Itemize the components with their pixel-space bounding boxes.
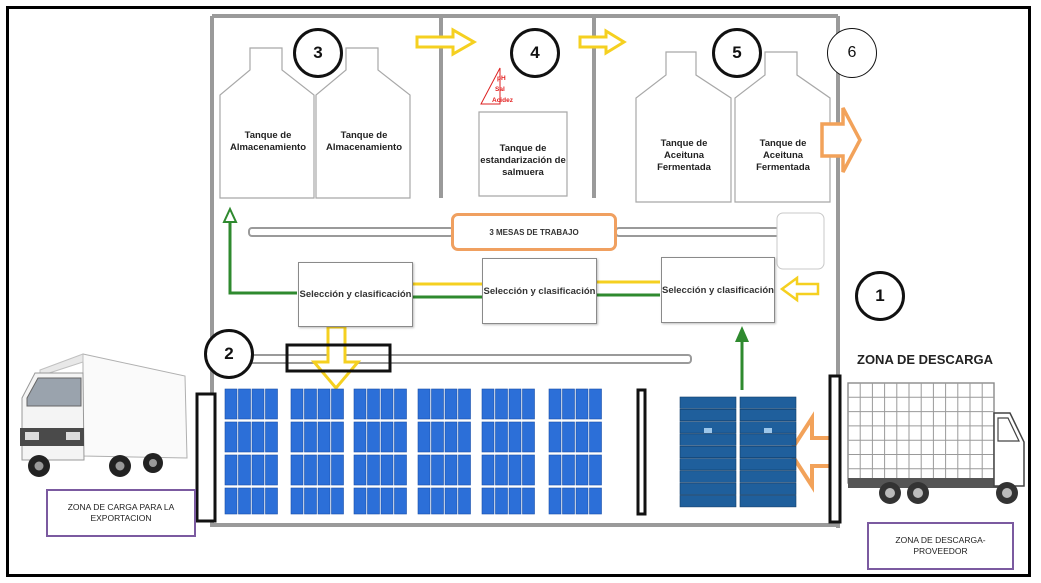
selection-box-center: Selección y clasificación [482,258,597,324]
crate-row [417,454,471,486]
dark-crate [739,408,797,422]
crate-row [290,454,344,486]
tank-shapes [219,47,831,203]
dark-crate [679,433,737,446]
dark-crate [679,458,737,471]
export-truck [20,353,188,477]
dark-crate [679,445,737,459]
crate-row [417,421,471,453]
step-number-4: 4 [510,28,560,78]
crate-row [224,487,278,515]
crate-row [353,421,407,453]
crate-stacks-light [224,388,602,515]
step-number-2: 2 [204,329,254,379]
crate-row [417,388,471,420]
arrow-4-to-5 [578,28,627,56]
fermented-tank-2-label: Tanque de Aceituna Fermentada [756,138,810,173]
crate-row [353,454,407,486]
crate-row [481,487,535,515]
step-number-6: 6 [827,28,877,78]
crate-row [481,388,535,420]
chem-acidez: Acidez [492,97,513,104]
crate-row [417,487,471,515]
crate-handle [764,428,772,433]
crate-row [548,421,602,453]
chemistry-triangle [480,67,501,105]
work-tables-label: 3 MESAS DE TRABAJO [451,213,617,251]
crate-handle [704,428,712,433]
loading-export-label: ZONA DE CARGA PARA LA EXPORTACION [46,489,196,537]
standardization-tank-label: Tanque de estandarización de salmuera [480,143,566,178]
storage-tank-1-label: Tanque de Almacenamiento [229,130,307,153]
chem-ph: pH [497,75,506,82]
conveyor-block [285,343,392,373]
crate-row [224,388,278,420]
dark-crate [739,445,797,459]
crate-row [353,487,407,515]
crate-row [290,487,344,515]
crate-stacks-dark [679,396,797,508]
crate-row [548,388,602,420]
dark-crate [739,433,797,446]
dark-crate [739,482,797,495]
dark-crate [679,470,737,483]
crate-row [548,454,602,486]
selection-box-right: Selección y clasificación [661,257,775,323]
dark-crate [679,396,737,409]
crate-row [290,421,344,453]
crate-row [353,388,407,420]
arrow-into-selection [779,275,820,303]
crate-row [290,388,344,420]
flow-lines [222,206,749,390]
selection-box-left: Selección y clasificación [298,262,413,327]
crate-row [481,421,535,453]
unloading-zone-title: ZONA DE DESCARGA [857,352,994,367]
dark-crate [739,396,797,409]
supplier-truck [847,382,1025,504]
corner-table [776,212,825,270]
standardization-tank [478,111,568,197]
arrow-down-to-storage [310,325,362,391]
dark-crate [679,408,737,422]
dark-crate [739,470,797,483]
step-number-5: 5 [712,28,762,78]
dark-crate [739,495,797,508]
chem-sal: Sal [495,86,505,93]
arrow-to-exit-6 [820,107,862,173]
crate-row [481,454,535,486]
storage-tank-1 [219,47,315,199]
step-number-3: 3 [293,28,343,78]
unloading-supplier-label: ZONA DE DESCARGA-PROVEEDOR [867,522,1014,570]
dark-crate [739,458,797,471]
crate-row [548,487,602,515]
dark-crate [679,482,737,495]
fermented-tank-2 [734,51,831,203]
arrow-3-to-4 [415,27,478,57]
storage-tank-2 [315,47,411,199]
dark-crate [679,421,737,434]
fermented-tank-1 [635,51,732,203]
crate-row [224,454,278,486]
dark-crate [739,421,797,434]
crate-row [224,421,278,453]
dark-crate [679,495,737,508]
storage-tank-2-label: Tanque de Almacenamiento [325,130,403,153]
step-number-1: 1 [855,271,905,321]
door-posts [195,374,842,524]
fermented-tank-1-label: Tanque de Aceituna Fermentada [657,138,711,173]
